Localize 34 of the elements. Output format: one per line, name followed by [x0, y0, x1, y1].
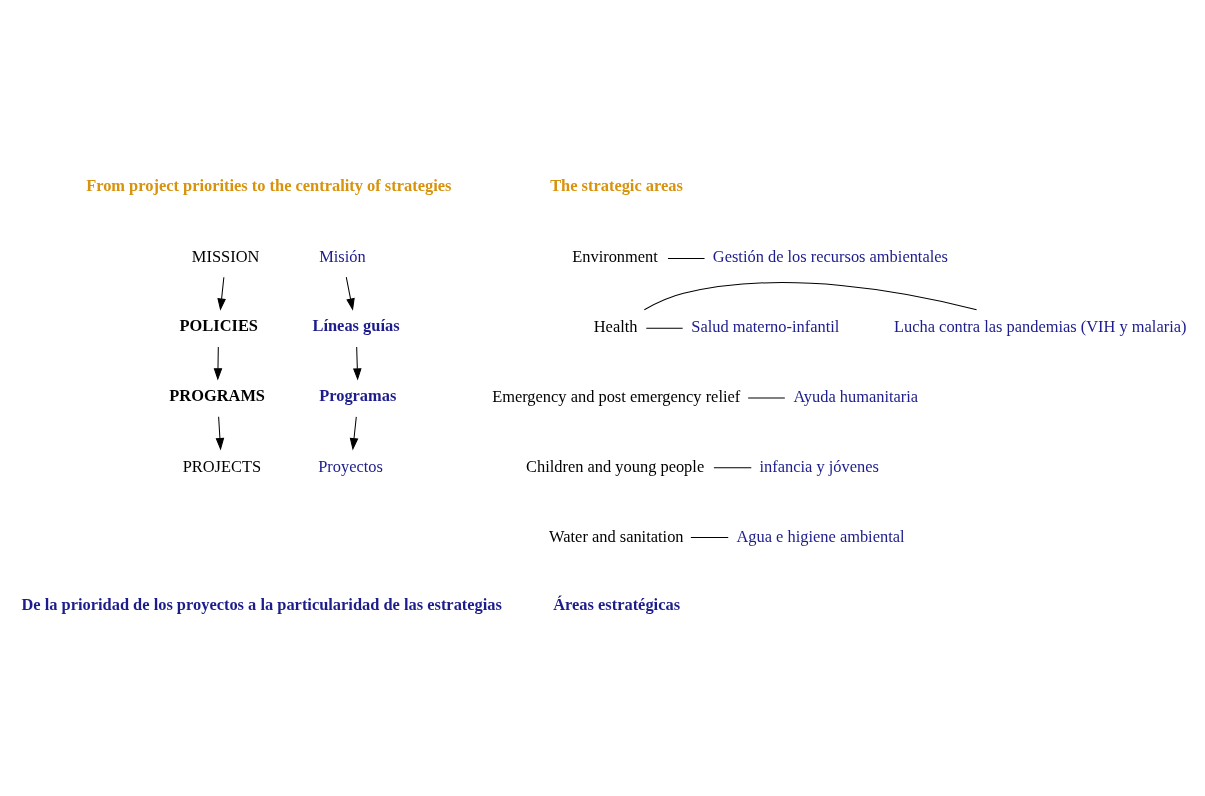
node-text: Health — [593, 317, 638, 337]
arrow — [349, 416, 359, 451]
arrow — [353, 346, 362, 381]
arrow — [345, 276, 355, 311]
node-text: PROJECTS — [182, 456, 262, 476]
connector — [690, 537, 729, 539]
node-text: Gestión de los recursos ambientales — [712, 247, 948, 267]
arrow — [213, 346, 223, 381]
label: The strategic areas — [550, 176, 683, 196]
node-text: Water and sanitation — [549, 526, 684, 546]
node-text: Emergency and post emergency relief — [492, 386, 741, 406]
arrow — [215, 416, 225, 451]
node-text: Ayuda humanitaria — [793, 386, 919, 406]
node-text: Salud materno-infantil — [691, 317, 840, 337]
label: De la prioridad de los proyectos a la particularidad de las estrategias — [21, 595, 502, 615]
connector — [645, 327, 684, 329]
node-text: POLICIES — [179, 316, 258, 336]
label: From project priorities to the centrality of strategies — [86, 176, 452, 196]
node-text: PROGRAMS — [169, 385, 265, 405]
node-text: Proyectos — [318, 456, 383, 476]
label: Áreas estratégicas — [553, 595, 681, 615]
node-text: Lucha contra las pandemias (VIH y malaria) — [894, 317, 1187, 337]
connector — [667, 257, 706, 259]
node-text: Environment — [572, 247, 658, 267]
arrow — [217, 276, 226, 311]
connector — [713, 467, 752, 469]
connector — [643, 282, 978, 311]
node-text: Líneas guías — [312, 316, 400, 336]
node-text: Programas — [319, 385, 397, 405]
node-text: Agua e higiene ambiental — [736, 526, 905, 546]
node-text: infancia y jóvenes — [759, 456, 879, 476]
node-text: Misión — [319, 247, 366, 267]
node-text: Children and young people — [526, 456, 705, 476]
node-text: MISSION — [191, 247, 260, 267]
